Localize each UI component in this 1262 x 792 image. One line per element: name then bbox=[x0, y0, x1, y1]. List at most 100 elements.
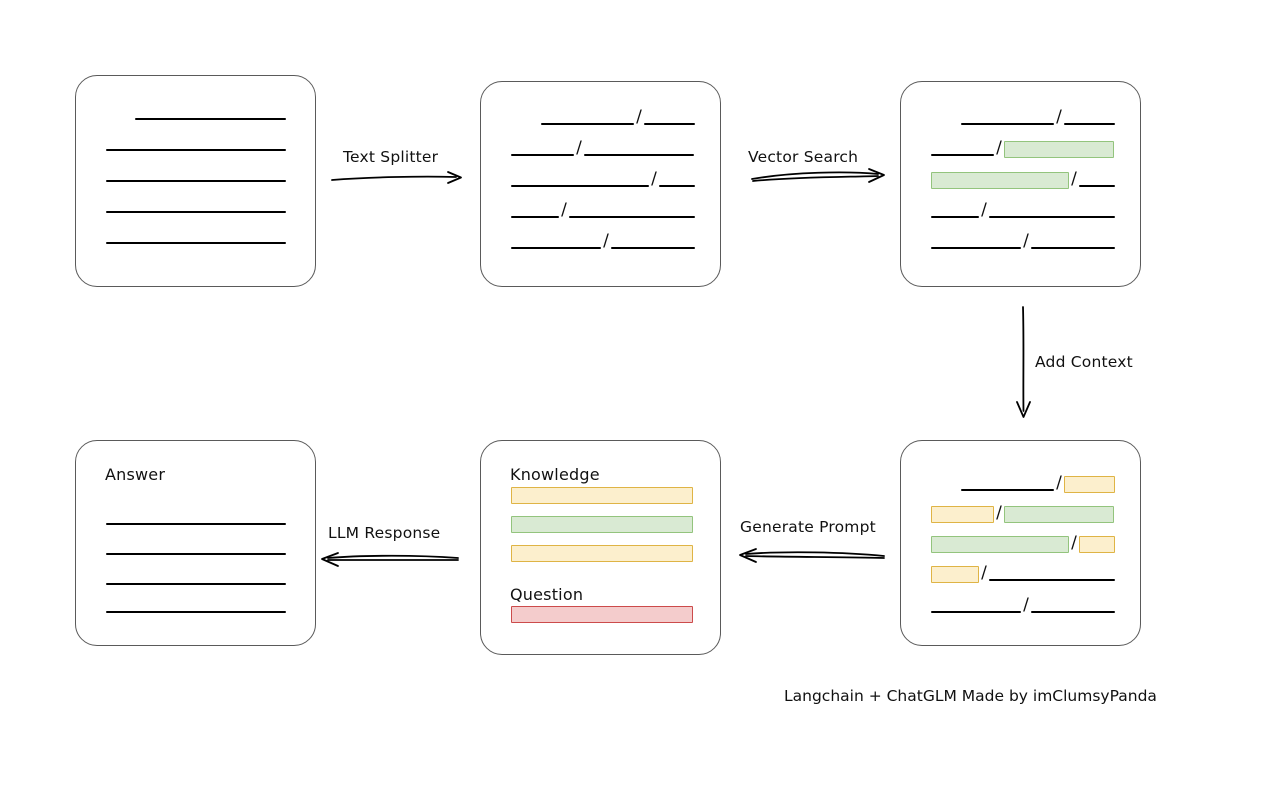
text-line bbox=[931, 246, 1021, 249]
node-answer-row bbox=[106, 569, 286, 587]
text-line bbox=[989, 215, 1115, 218]
node-context-chunks-row: / bbox=[931, 532, 1115, 553]
text-line bbox=[511, 215, 559, 218]
node-prompt-heading: Question bbox=[510, 585, 584, 604]
node-source-document-row bbox=[106, 135, 286, 153]
node-prompt-heading: Knowledge bbox=[510, 465, 600, 484]
slash-separator: / bbox=[981, 562, 987, 583]
highlight-chip-yellow bbox=[1064, 475, 1115, 493]
slash-separator: / bbox=[1056, 106, 1062, 127]
node-context-chunks-row: / bbox=[961, 472, 1115, 493]
node-context-chunks-row: / bbox=[931, 562, 1115, 583]
text-line bbox=[106, 610, 286, 613]
highlight-chip-yellow bbox=[931, 565, 979, 583]
text-line bbox=[931, 215, 979, 218]
node-vector-matches-row: / bbox=[961, 106, 1115, 127]
text-line bbox=[541, 122, 634, 125]
text-line bbox=[659, 184, 695, 187]
node-context-chunks-row: / bbox=[931, 502, 1114, 523]
text-line bbox=[644, 122, 695, 125]
edge-label-generate-prompt: Generate Prompt bbox=[740, 518, 876, 536]
node-prompt-row bbox=[511, 486, 693, 504]
text-line bbox=[106, 552, 286, 555]
node-source-document-row bbox=[106, 166, 286, 184]
edge-label-vector-search: Vector Search bbox=[748, 148, 859, 166]
text-line bbox=[135, 117, 286, 120]
node-split-chunks-row: / bbox=[541, 106, 695, 127]
highlight-chip-green bbox=[511, 515, 693, 533]
node-source-document-row bbox=[106, 197, 286, 215]
slash-separator: / bbox=[576, 137, 582, 158]
node-source-document-row bbox=[106, 228, 286, 246]
slash-separator: / bbox=[651, 168, 657, 189]
slash-separator: / bbox=[1071, 532, 1077, 553]
node-vector-matches-row: / bbox=[931, 168, 1115, 189]
text-line bbox=[961, 488, 1054, 491]
text-line bbox=[106, 179, 286, 182]
slash-separator: / bbox=[1023, 230, 1029, 251]
text-line bbox=[1064, 122, 1115, 125]
text-line bbox=[511, 153, 574, 156]
text-line bbox=[931, 153, 994, 156]
node-context-chunks-row: / bbox=[931, 594, 1115, 615]
node-source-document-row bbox=[135, 104, 286, 122]
slash-separator: / bbox=[636, 106, 642, 127]
node-answer-row bbox=[106, 597, 286, 615]
node-split-chunks[interactable] bbox=[480, 81, 721, 287]
text-line bbox=[106, 210, 286, 213]
text-line bbox=[611, 246, 695, 249]
text-line bbox=[106, 582, 286, 585]
node-vector-matches-row: / bbox=[931, 230, 1115, 251]
node-prompt-row bbox=[511, 605, 693, 623]
node-split-chunks-row: / bbox=[511, 168, 695, 189]
node-split-chunks-row: / bbox=[511, 199, 695, 220]
highlight-chip-green bbox=[931, 171, 1069, 189]
text-line bbox=[106, 522, 286, 525]
highlight-chip-yellow bbox=[511, 486, 693, 504]
node-answer-row bbox=[106, 509, 286, 527]
slash-separator: / bbox=[603, 230, 609, 251]
arrow-add-context bbox=[1016, 306, 1031, 418]
node-prompt-row bbox=[511, 515, 693, 533]
node-prompt-row bbox=[511, 544, 693, 562]
slash-separator: / bbox=[1056, 472, 1062, 493]
slash-separator: / bbox=[561, 199, 567, 220]
text-line bbox=[989, 578, 1115, 581]
text-line bbox=[106, 241, 286, 244]
highlight-chip-red bbox=[511, 605, 693, 623]
arrow-text-splitter bbox=[331, 171, 462, 184]
slash-separator: / bbox=[996, 502, 1002, 523]
node-answer-heading: Answer bbox=[105, 465, 166, 484]
text-line bbox=[106, 148, 286, 151]
text-line bbox=[931, 610, 1021, 613]
highlight-chip-yellow bbox=[1079, 535, 1115, 553]
arrow-generate-prompt bbox=[739, 548, 885, 563]
slash-separator: / bbox=[981, 199, 987, 220]
highlight-chip-green bbox=[1004, 140, 1114, 158]
text-line bbox=[511, 184, 649, 187]
text-line bbox=[569, 215, 695, 218]
text-line bbox=[511, 246, 601, 249]
node-split-chunks-row: / bbox=[511, 230, 695, 251]
node-answer-row bbox=[106, 539, 286, 557]
highlight-chip-green bbox=[931, 535, 1069, 553]
arrow-llm-response bbox=[321, 552, 459, 567]
edge-label-text-splitter: Text Splitter bbox=[343, 148, 439, 166]
slash-separator: / bbox=[1023, 594, 1029, 615]
slash-separator: / bbox=[1071, 168, 1077, 189]
text-line bbox=[1031, 246, 1115, 249]
text-line bbox=[961, 122, 1054, 125]
arrow-vector-search bbox=[751, 168, 885, 183]
highlight-chip-green bbox=[1004, 505, 1114, 523]
node-split-chunks-row: / bbox=[511, 137, 694, 158]
footer-credit: Langchain + ChatGLM Made by imClumsyPand… bbox=[784, 687, 1157, 705]
highlight-chip-yellow bbox=[511, 544, 693, 562]
text-line bbox=[1079, 184, 1115, 187]
edge-label-llm-response: LLM Response bbox=[328, 524, 441, 542]
text-line bbox=[584, 153, 694, 156]
node-vector-matches-row: / bbox=[931, 199, 1115, 220]
node-vector-matches-row: / bbox=[931, 139, 1114, 158]
edge-label-add-context: Add Context bbox=[1035, 353, 1133, 371]
text-line bbox=[1031, 610, 1115, 613]
